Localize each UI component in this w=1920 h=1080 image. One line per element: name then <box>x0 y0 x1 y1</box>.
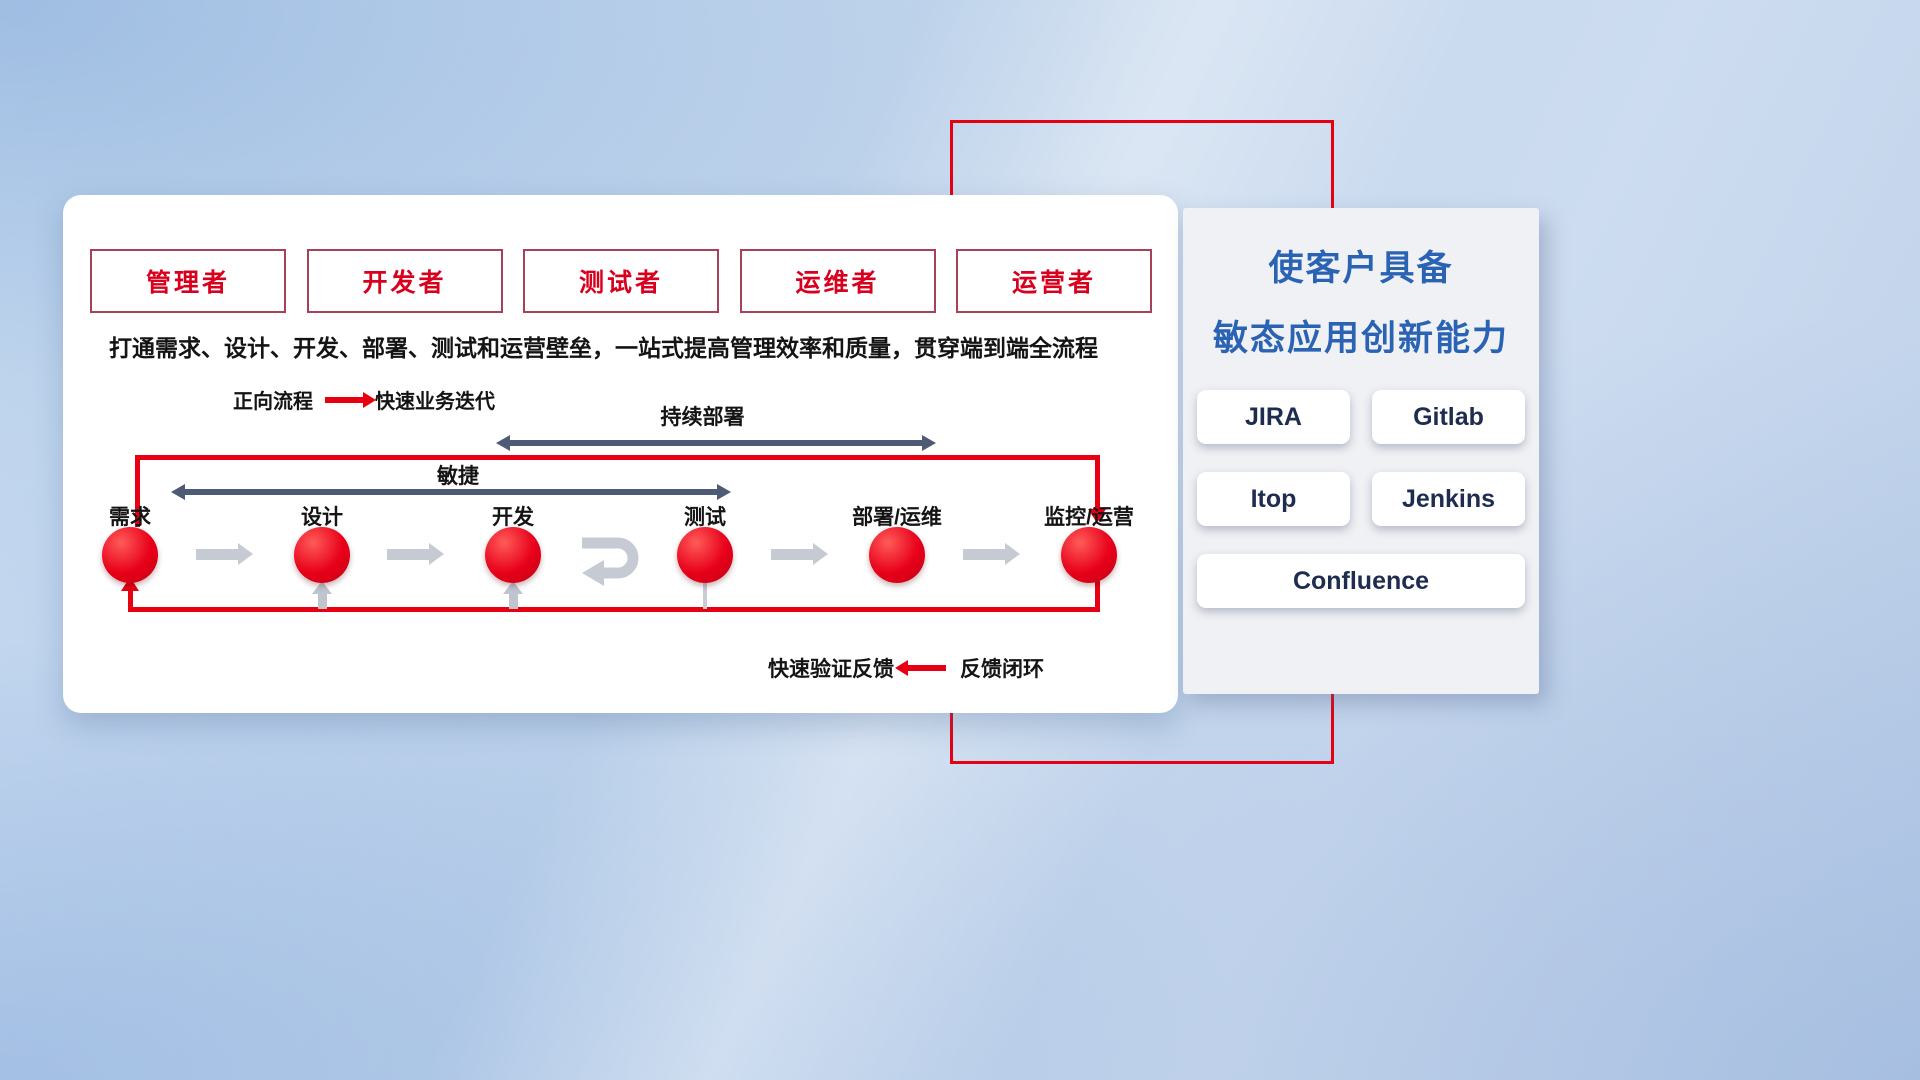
feedback-legend-label: 快速验证反馈 <box>768 658 894 681</box>
tools-grid: JIRA Gitlab Itop Jenkins Confluence <box>1197 390 1525 608</box>
tool-gitlab: Gitlab <box>1372 390 1525 444</box>
cd-range-arrow <box>496 435 936 451</box>
roles-row: 管理者 开发者 测试者 运维者 运营者 <box>90 249 1152 313</box>
agile-range-label: 敏捷 <box>437 465 479 488</box>
feedback-tap-dev <box>509 593 518 609</box>
step-arrow-icon <box>387 543 444 565</box>
feedback-tap-test <box>703 583 707 609</box>
capability-title-line1: 使客户具备 <box>1268 249 1454 288</box>
feedback-loop-line-left <box>128 589 133 609</box>
forward-loop-line-right <box>1095 455 1100 511</box>
flow-description: 打通需求、设计、开发、部署、测试和运营壁垒，一站式提高管理效率和质量，贯穿端到端… <box>109 335 1098 361</box>
forward-loop-arrowhead-icon <box>1088 509 1106 523</box>
forward-flow-value: 快速业务迭代 <box>375 391 495 413</box>
forward-flow-legend: 正向流程 快速业务迭代 <box>233 385 495 414</box>
role-label: 开发者 <box>362 269 447 297</box>
role-label: 管理者 <box>145 269 230 297</box>
flow-node-requirement <box>102 527 158 583</box>
flow-node-label-test: 测试 <box>684 506 726 529</box>
feedback-tap-design-arrowhead-icon <box>312 581 332 594</box>
role-label: 测试者 <box>578 269 663 297</box>
iteration-loop-icon <box>582 537 639 586</box>
tool-confluence: Confluence <box>1197 554 1525 608</box>
capability-title-line2: 敏态应用创新能力 <box>1212 319 1509 358</box>
role-box-operator: 运营者 <box>956 249 1152 313</box>
flow-node-develop <box>485 527 541 583</box>
feedback-arrow-icon <box>895 660 946 676</box>
step-arrow-icon <box>196 543 253 565</box>
feedback-legend-value: 反馈闭环 <box>960 658 1044 681</box>
role-box-developer: 开发者 <box>306 249 503 313</box>
forward-flow-label: 正向流程 <box>233 391 313 413</box>
flow-node-label-develop: 开发 <box>492 506 534 529</box>
tool-jira: JIRA <box>1197 390 1350 444</box>
role-box-manager: 管理者 <box>90 249 286 313</box>
flow-node-deploy-ops <box>869 527 925 583</box>
step-arrow-icon <box>963 543 1020 565</box>
agile-range-arrow <box>171 484 731 500</box>
flow-node-label-design: 设计 <box>301 506 343 529</box>
tool-jenkins: Jenkins <box>1372 472 1525 526</box>
forward-loop-line-left <box>135 455 140 527</box>
flow-node-test <box>677 527 733 583</box>
feedback-legend: 快速验证反馈 反馈闭环 <box>768 653 1044 683</box>
devops-flow-panel: 管理者 开发者 测试者 运维者 运营者 打通需求、设计、开发、部署、测试和运营壁… <box>63 195 1178 713</box>
step-arrow-icon <box>771 543 828 565</box>
role-label: 运营者 <box>1011 269 1096 297</box>
flow-node-design <box>294 527 350 583</box>
feedback-loop-line-right <box>1095 581 1100 612</box>
capability-panel: 使客户具备 敏态应用创新能力 JIRA Gitlab Itop Jenkins … <box>1183 208 1539 694</box>
flow-node-label-deploy-ops: 部署/运维 <box>852 506 942 529</box>
forward-arrow-icon <box>325 391 376 408</box>
flow-node-label-requirement: 需求 <box>109 506 151 529</box>
feedback-loop-line-bottom <box>128 607 1100 612</box>
feedback-tap-design <box>318 593 327 609</box>
feedback-tap-dev-arrowhead-icon <box>503 581 523 594</box>
flow-node-monitor-operate <box>1061 527 1117 583</box>
tool-itop: Itop <box>1197 472 1350 526</box>
role-label: 运维者 <box>795 269 880 297</box>
flow-node-label-monitor-operate: 监控/运营 <box>1044 506 1134 529</box>
forward-loop-line-top <box>135 455 1100 460</box>
cd-range-label: 持续部署 <box>660 406 745 429</box>
role-box-tester: 测试者 <box>523 249 719 313</box>
role-box-ops: 运维者 <box>739 249 936 313</box>
